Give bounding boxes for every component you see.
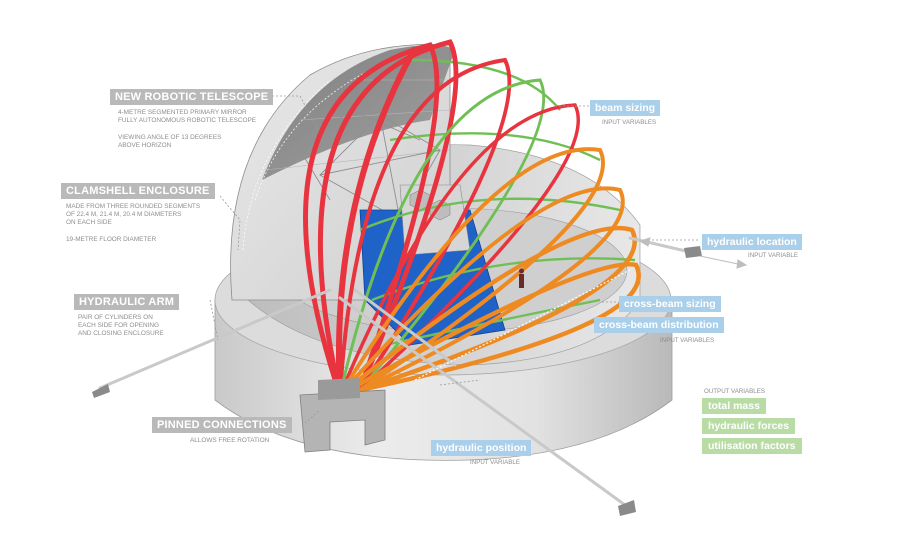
hydraulic-arms bbox=[98, 236, 692, 507]
enclosure-desc-2: OF 22.4 m, 21.4 m, 20.4 m DIAMETERS bbox=[66, 211, 182, 218]
telescope-truss bbox=[299, 109, 441, 221]
arm-title: HYDRAULIC ARM bbox=[74, 294, 180, 310]
telescope-desc-3: VIEWING ANGLE OF 13 DEGREES bbox=[118, 134, 222, 141]
enclosure-title: CLAMSHELL ENCLOSURE bbox=[61, 183, 215, 199]
arm-desc-1: PAIR OF CYLINDERS ON bbox=[78, 314, 153, 321]
enclosure-desc-4: 19-METRE FLOOR DIAMETER bbox=[66, 236, 157, 243]
telescope-desc-2: FULLY AUTONOMOUS ROBOTIC TELESCOPE bbox=[118, 117, 257, 124]
hydraulic-location-sub: INPUT VARIABLE bbox=[748, 252, 798, 259]
utilisation-factors-box: utilisation factors bbox=[702, 438, 802, 454]
person-figure bbox=[519, 268, 524, 288]
pinned-desc-1: ALLOWS FREE ROTATION bbox=[190, 437, 270, 444]
hydraulic-forces-box: hydraulic forces bbox=[702, 418, 796, 434]
telescope-desc-4: ABOVE HORIZON bbox=[118, 142, 172, 149]
hydraulic-position-sub: INPUT VARIABLE bbox=[470, 459, 520, 466]
hydraulic-position-box: hydraulic position bbox=[431, 440, 532, 456]
red-arch-1 bbox=[303, 42, 440, 398]
clamshell-arches bbox=[303, 39, 641, 398]
orange-arch-4 bbox=[337, 262, 641, 398]
output-header: OUTPUT VARIABLES bbox=[704, 388, 765, 395]
beam-sizing-box: beam sizing bbox=[590, 100, 661, 116]
red-arch-2 bbox=[317, 39, 459, 398]
arm-desc-3: AND CLOSING ENCLOSURE bbox=[78, 330, 164, 337]
front-red-arch bbox=[335, 46, 418, 396]
cross-beam-sub: INPUT VARIABLES bbox=[660, 337, 715, 344]
cross-beam-sizing-box: cross-beam sizing bbox=[619, 296, 721, 312]
orange-arch-3 bbox=[337, 225, 637, 398]
total-mass-box: total mass bbox=[702, 398, 766, 414]
cross-beam-distribution-box: cross-beam distribution bbox=[594, 317, 724, 333]
telescope-desc-1: 4-METRE SEGMENTED PRIMARY MIRROR bbox=[118, 109, 247, 116]
enclosure-desc-3: ON EACH SIDE bbox=[66, 219, 112, 226]
pinned-title: PINNED CONNECTIONS bbox=[152, 417, 292, 433]
enclosure-desc-1: MADE FROM THREE ROUNDED SEGMENTS bbox=[66, 203, 201, 210]
green-arch-1 bbox=[338, 78, 546, 397]
orange-arch-2 bbox=[338, 186, 625, 397]
red-arch-4 bbox=[338, 103, 580, 397]
beam-sizing-sub: INPUT VARIABLES bbox=[602, 119, 657, 126]
arm-feet bbox=[92, 246, 702, 516]
arm-desc-2: EACH SIDE FOR OPENING bbox=[78, 322, 159, 329]
telescope-title: NEW ROBOTIC TELESCOPE bbox=[110, 89, 274, 105]
hydraulic-location-box: hydraulic location bbox=[702, 234, 802, 250]
orange-arch-1 bbox=[338, 147, 605, 397]
direction-arrow bbox=[638, 237, 748, 269]
pinned-block bbox=[299, 378, 386, 453]
